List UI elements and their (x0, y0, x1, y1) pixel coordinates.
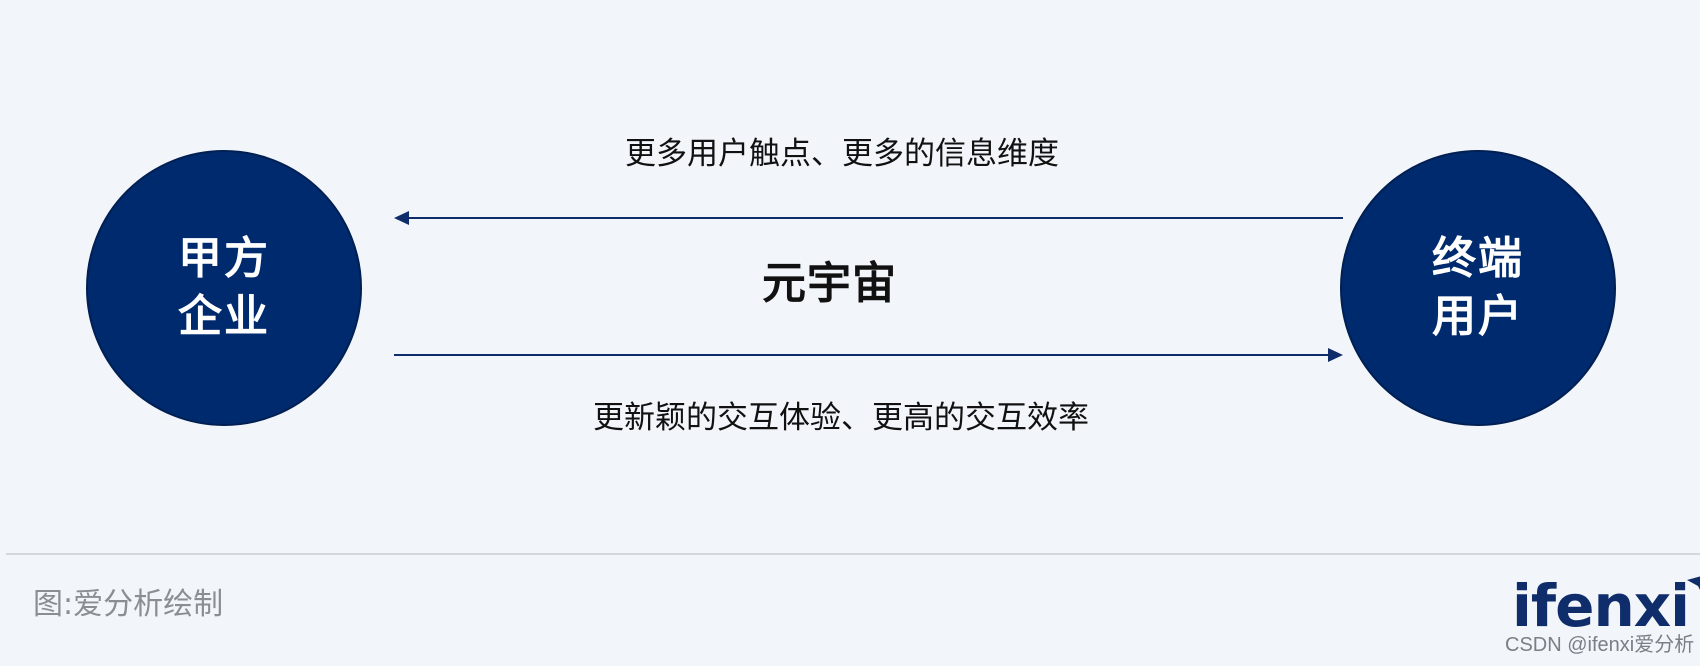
brand-mark-icon (1687, 576, 1700, 590)
node-end-user-line1: 终端 (1432, 233, 1524, 284)
node-client-enterprise-line2: 企业 (178, 291, 270, 342)
node-end-user: 终端 用户 (1340, 150, 1616, 426)
center-label: 元宇宙 (762, 258, 897, 309)
source-caption: 图:爱分析绘制 (33, 587, 224, 622)
watermark-text: CSDN @ifenxi爱分析 (1505, 634, 1695, 656)
bottom-arrow-head (1328, 348, 1343, 362)
top-arrow (394, 211, 1343, 225)
bottom-flow-label: 更新颖的交互体验、更高的交互效率 (593, 400, 1089, 436)
node-client-enterprise-line1: 甲方 (178, 233, 270, 284)
footer-divider (6, 553, 1700, 555)
node-client-enterprise: 甲方 企业 (86, 150, 362, 426)
brand-logo: ifenxi (1512, 574, 1700, 638)
top-arrow-head (394, 211, 409, 225)
top-flow-label: 更多用户触点、更多的信息维度 (625, 136, 1059, 172)
node-end-user-line2: 用户 (1432, 291, 1524, 342)
brand-logo-text: ifenxi (1512, 572, 1690, 640)
bottom-arrow (394, 348, 1343, 362)
